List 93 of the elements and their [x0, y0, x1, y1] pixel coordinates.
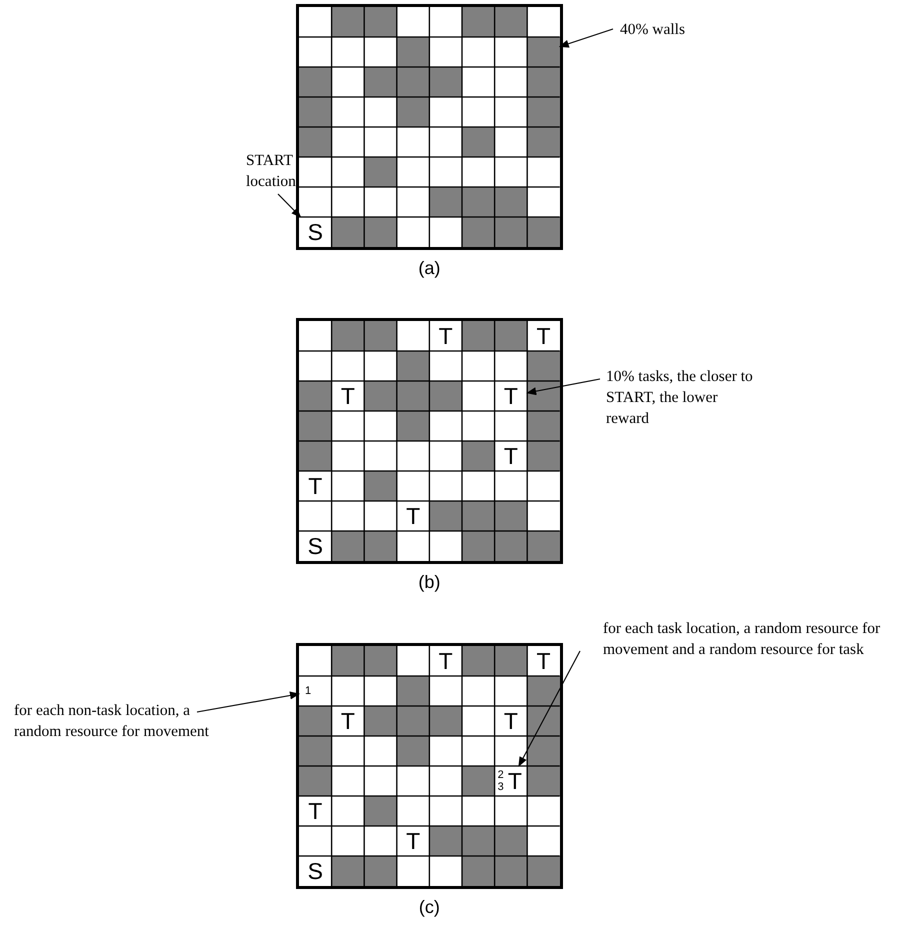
wall-cell — [462, 441, 495, 471]
wall-cell — [299, 411, 332, 441]
wall-cell — [494, 7, 528, 37]
wall-cell — [299, 67, 332, 97]
panel-caption: (a) — [417, 258, 442, 279]
wall-cell — [396, 67, 430, 97]
wall-cell — [527, 217, 560, 247]
wall-cell — [462, 646, 495, 676]
wall-cell — [364, 796, 397, 826]
wall-cell — [527, 676, 560, 706]
leader-arrow — [526, 378, 600, 396]
wall-cell — [462, 127, 495, 157]
wall-cell — [332, 7, 364, 37]
wall-cell — [299, 381, 332, 411]
wall-cell — [396, 736, 430, 766]
wall-cell — [527, 736, 560, 766]
wall-cell — [396, 676, 430, 706]
wall-cell — [332, 321, 364, 351]
wall-cell — [364, 321, 397, 351]
wall-cell — [462, 531, 495, 561]
panel-caption: (c) — [418, 897, 441, 918]
wall-cell — [332, 217, 364, 247]
wall-cell — [364, 67, 397, 97]
wall-cell — [299, 766, 332, 796]
leader-arrow — [518, 650, 580, 767]
wall-cell — [299, 736, 332, 766]
cell-letter: T — [508, 770, 522, 792]
wall-cell — [396, 351, 430, 381]
wall-cell — [527, 531, 560, 561]
wall-cell — [332, 856, 364, 886]
wall-cell — [494, 321, 528, 351]
wall-cell — [364, 706, 397, 736]
leader-arrow — [278, 194, 302, 218]
wall-cell — [494, 501, 528, 531]
wall-cell — [462, 7, 495, 37]
wall-cell — [527, 37, 560, 67]
wall-cell — [299, 706, 332, 736]
wall-cell — [364, 7, 397, 37]
wall-cell — [364, 381, 397, 411]
wall-cell — [332, 531, 364, 561]
wall-cell — [429, 67, 462, 97]
wall-cell — [429, 501, 462, 531]
annotation-text: START location — [246, 150, 308, 192]
wall-cell — [494, 826, 528, 856]
wall-cell — [462, 187, 495, 217]
wall-cell — [527, 67, 560, 97]
wall-cell — [527, 441, 560, 471]
wall-cell — [494, 187, 528, 217]
wall-cell — [462, 217, 495, 247]
wall-cell — [299, 127, 332, 157]
wall-cell — [364, 157, 397, 187]
wall-cell — [462, 826, 495, 856]
wall-cell — [527, 97, 560, 127]
wall-cell — [396, 37, 430, 67]
wall-cell — [527, 706, 560, 736]
wall-cell — [429, 381, 462, 411]
panel-caption: (b) — [417, 572, 442, 593]
annotation-text: for each non-task location, a random resource for movement — [14, 700, 214, 742]
annotation-text: 40% walls — [620, 19, 740, 40]
wall-cell — [527, 351, 560, 381]
wall-cell — [494, 646, 528, 676]
wall-cell — [396, 381, 430, 411]
wall-cell — [494, 856, 528, 886]
resource-number: 3 — [498, 782, 504, 793]
wall-cell — [396, 411, 430, 441]
leader-arrow — [196, 692, 300, 713]
wall-cell — [494, 217, 528, 247]
wall-cell — [396, 706, 430, 736]
wall-cell — [429, 706, 462, 736]
wall-cell — [462, 766, 495, 796]
wall-cell — [527, 411, 560, 441]
wall-cell — [364, 471, 397, 501]
wall-cell — [494, 531, 528, 561]
wall-cell — [429, 826, 462, 856]
wall-cell — [396, 97, 430, 127]
wall-cell — [462, 501, 495, 531]
wall-cell — [364, 856, 397, 886]
wall-cell — [364, 531, 397, 561]
leader-arrow — [558, 28, 614, 48]
wall-cell — [527, 856, 560, 886]
wall-cell — [299, 441, 332, 471]
wall-cell — [364, 646, 397, 676]
wall-cell — [462, 856, 495, 886]
wall-cell — [364, 217, 397, 247]
wall-cell — [299, 97, 332, 127]
wall-cell — [527, 766, 560, 796]
wall-cell — [429, 187, 462, 217]
resource-number: 2 — [498, 770, 504, 781]
annotation-text: for each task location, a random resource for movement and a random resource for task — [603, 618, 913, 660]
wall-cell — [332, 646, 364, 676]
wall-cell — [462, 321, 495, 351]
wall-cell — [527, 127, 560, 157]
annotation-text: 10% tasks, the closer to START, the lower reward — [606, 366, 756, 429]
